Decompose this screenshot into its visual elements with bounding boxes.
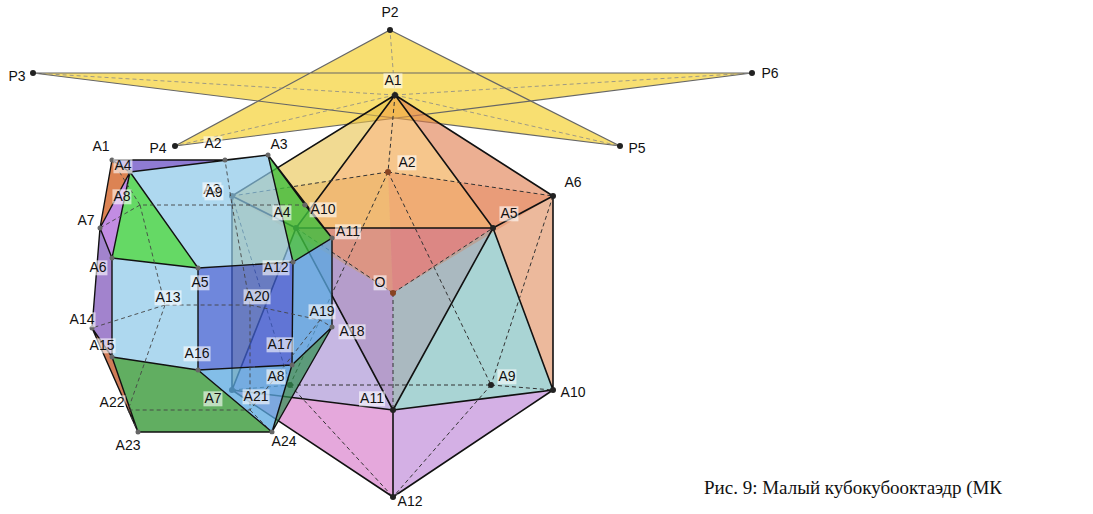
vertex-dot — [110, 256, 115, 261]
vertex-label: A6 — [563, 175, 582, 190]
vertex-label: A8 — [266, 369, 285, 384]
vertex-label: A21 — [243, 389, 270, 404]
vertex-dot — [488, 382, 494, 388]
vertex-label: A7 — [203, 391, 222, 406]
vertex-label: A17 — [267, 337, 294, 352]
vertex-label: A23 — [115, 438, 142, 453]
vertex-label: A8 — [112, 189, 131, 204]
vertex-dot — [223, 158, 228, 163]
vertex-label: A11 — [335, 224, 361, 239]
vertex-dot — [330, 236, 335, 241]
vertex-dot — [266, 153, 271, 158]
vertex-label: P4 — [148, 141, 167, 156]
vertex-label: P2 — [380, 5, 399, 20]
vertex-label: A11 — [359, 391, 385, 406]
vertex-label: A9 — [204, 185, 223, 200]
vertex-label: A10 — [310, 202, 337, 217]
vertex-dot — [550, 193, 556, 199]
vertex-label: A10 — [560, 385, 587, 400]
vertex-label: A12 — [397, 494, 424, 509]
vertex-dot — [390, 290, 396, 296]
vertex-dot — [550, 387, 556, 393]
vertex-dot — [330, 325, 335, 330]
vertex-label: P5 — [627, 141, 646, 156]
vertex-dot — [290, 363, 295, 368]
hidden-edge — [92, 160, 332, 432]
vertex-label: A19 — [309, 304, 336, 319]
vertex-dot — [30, 70, 36, 76]
inner-face — [388, 172, 553, 293]
vertex-dot — [490, 225, 496, 231]
vertex-dots — [30, 27, 755, 500]
vertex-dot — [110, 355, 115, 360]
vertex-dot — [392, 92, 398, 98]
vertex-dot — [387, 27, 393, 33]
figure-caption: Рис. 9: Малый кубокубооктаэдр (МК — [704, 478, 1002, 499]
vertex-label: A15 — [89, 338, 116, 353]
vertex-label: O — [374, 275, 387, 290]
vertex-label: A5 — [190, 275, 209, 290]
vertex-dot — [196, 266, 201, 271]
cubicuboctahedron-faces — [92, 155, 332, 432]
vertex-label: A13 — [155, 290, 182, 305]
vertex-dot — [749, 70, 755, 76]
vertex-label: A2 — [203, 136, 222, 151]
vertex-label: A1 — [91, 139, 110, 154]
vertex-label: A2 — [397, 155, 416, 170]
vertex-dot — [196, 368, 201, 373]
vertex-label: A3 — [269, 137, 288, 152]
vertex-dots — [90, 153, 335, 435]
vertex-label: A5 — [499, 206, 518, 221]
vertex-label: A4 — [272, 205, 291, 220]
vertex-dot — [385, 169, 391, 175]
vertex-label: A6 — [88, 260, 107, 275]
vertex-label: P6 — [760, 66, 779, 81]
vertex-dot — [617, 143, 623, 149]
cubicuboctahedron-edges — [92, 155, 332, 432]
visible-edge — [92, 155, 332, 432]
vertex-label: A1 — [383, 73, 402, 88]
vertex-label: A22 — [99, 395, 126, 410]
vertex-label: P3 — [7, 69, 26, 84]
vertex-dot — [291, 260, 296, 265]
vertex-dot — [172, 143, 178, 149]
vertex-label: A12 — [263, 260, 290, 275]
vertex-label: A24 — [271, 434, 298, 449]
vertex-label: A7 — [76, 213, 95, 228]
vertex-dot — [136, 430, 141, 435]
vertex-dot — [390, 407, 396, 413]
vertex-dot — [303, 203, 308, 208]
vertex-label: A4 — [113, 158, 132, 173]
vertex-dot — [390, 494, 396, 500]
vertex-label: A14 — [69, 312, 96, 327]
vertex-dot — [98, 226, 103, 231]
face — [198, 262, 293, 370]
vertex-label: A18 — [339, 324, 366, 339]
vertex-label: A16 — [184, 346, 211, 361]
vertex-label: A9 — [497, 369, 516, 384]
vertex-label: A20 — [244, 289, 271, 304]
